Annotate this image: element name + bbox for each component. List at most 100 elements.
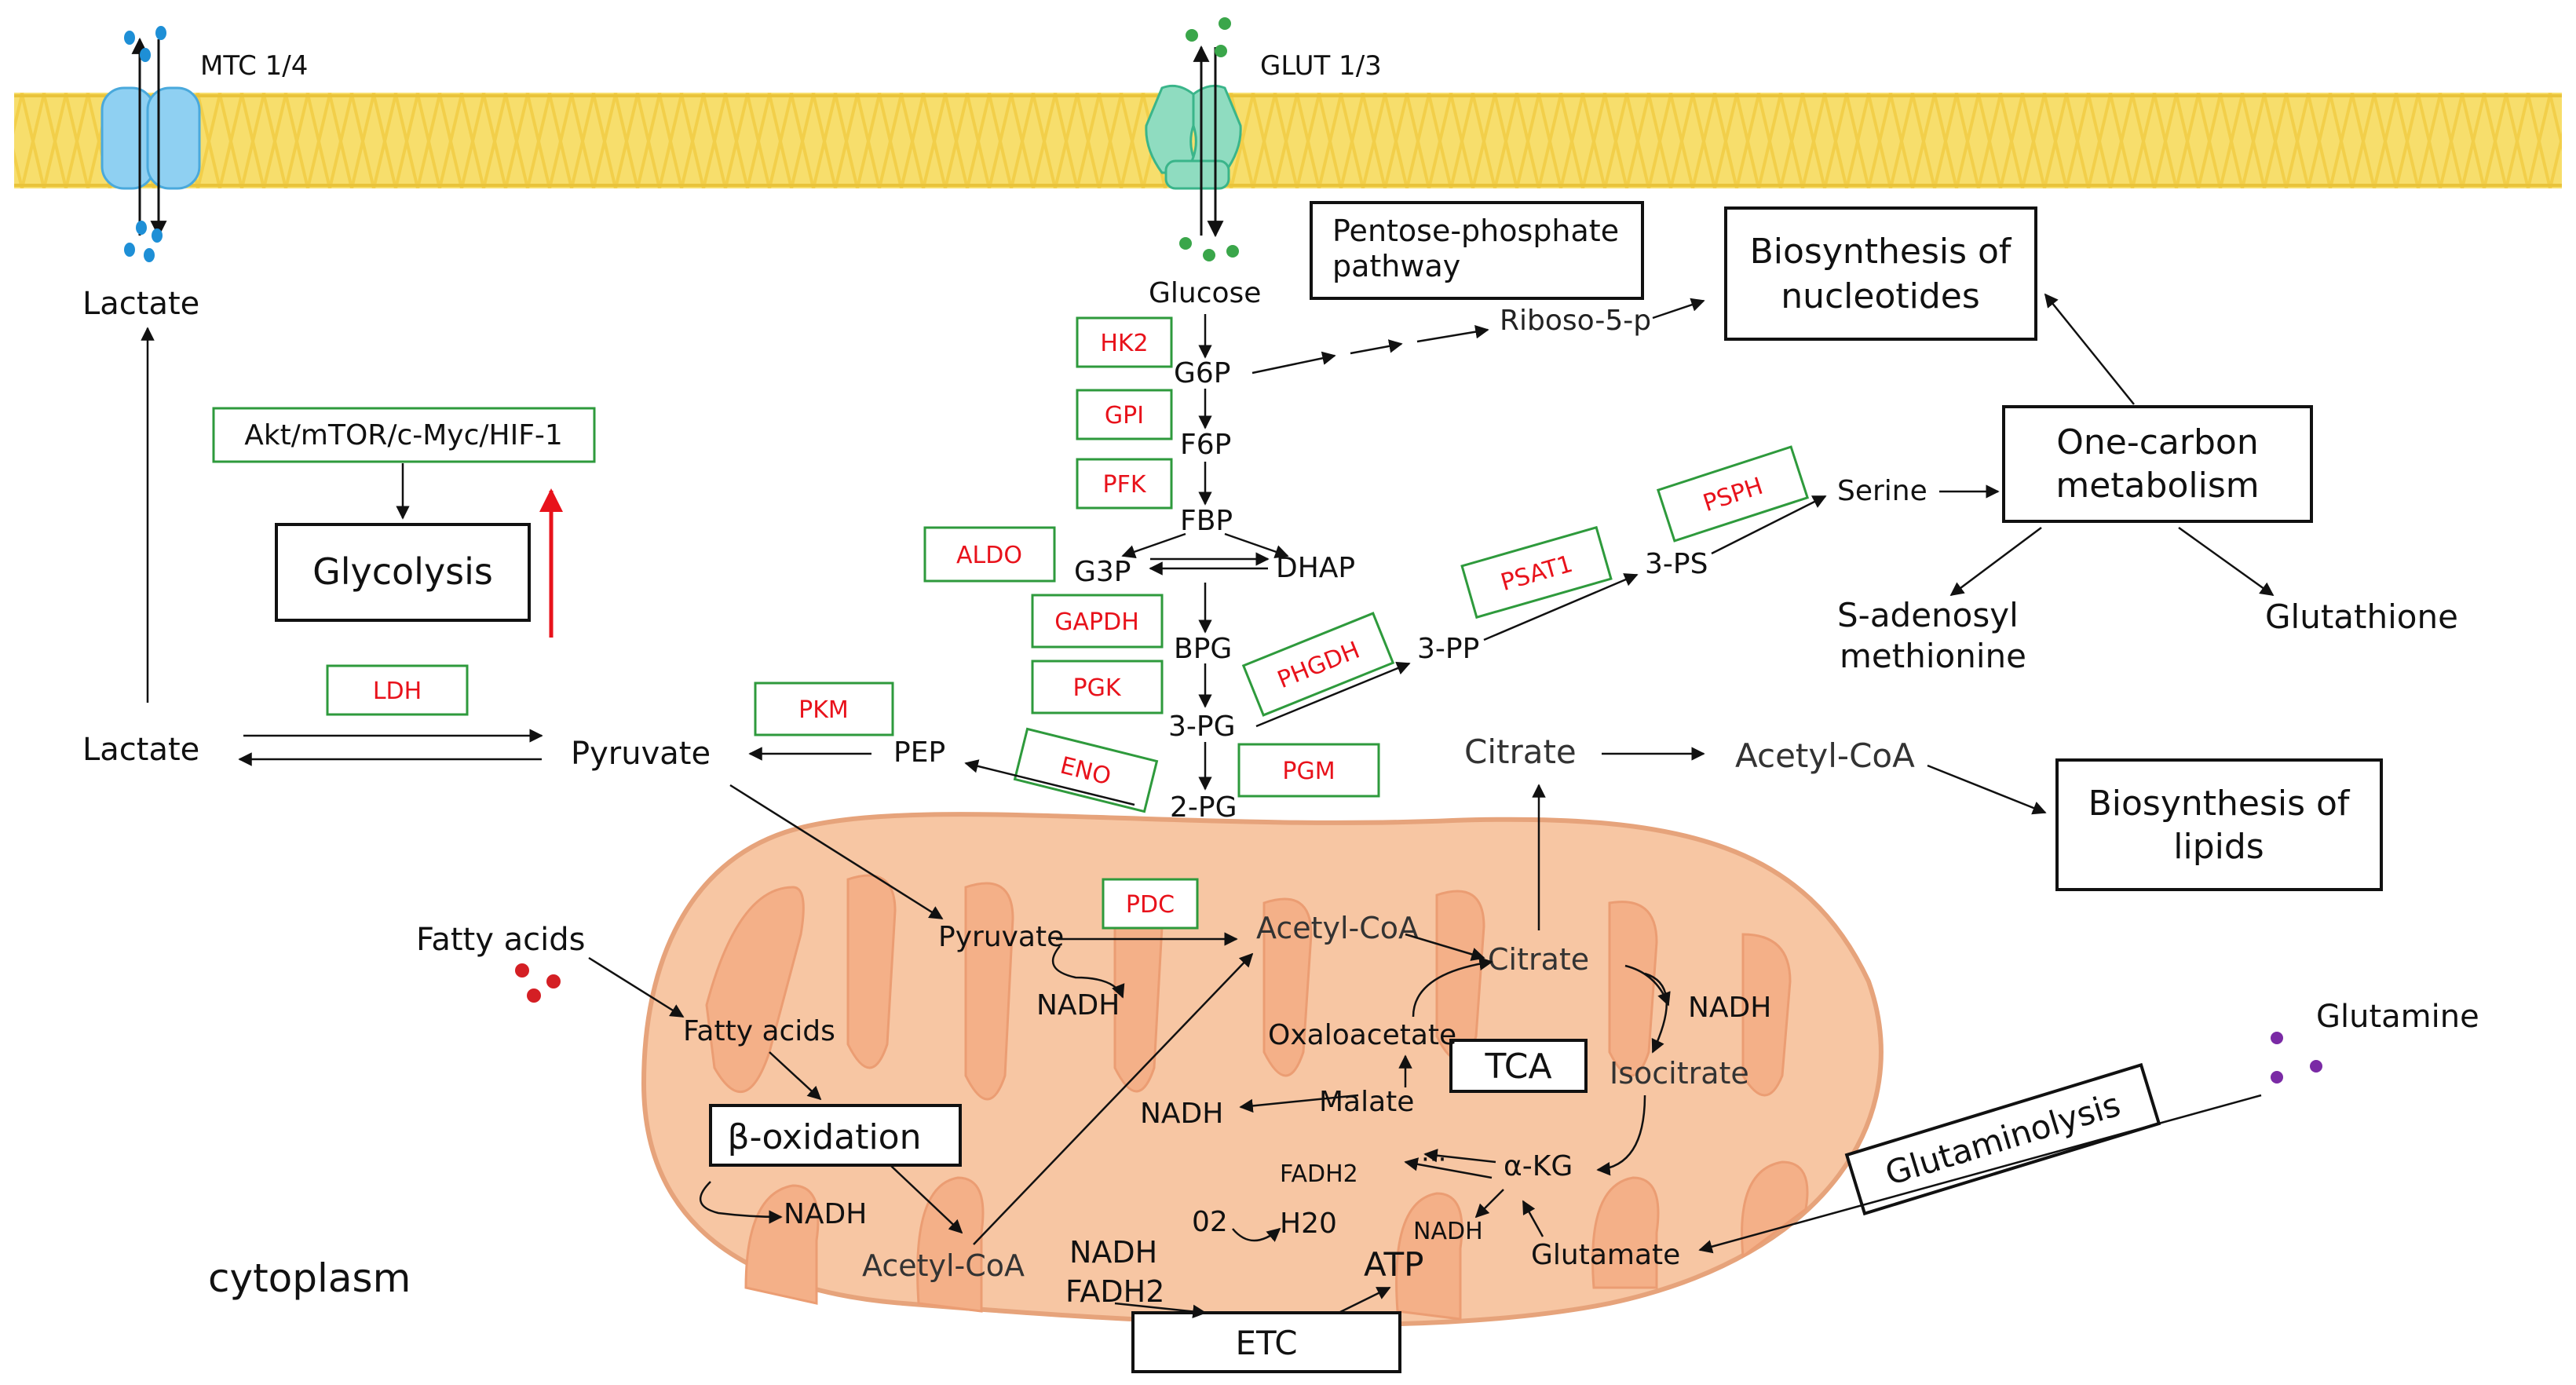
glucose-molecule-icons: [1179, 17, 1239, 261]
hk2-label: HK2: [1100, 330, 1148, 357]
citrate-cyto: Citrate: [1464, 733, 1577, 771]
mito-pyruvate: Pyruvate: [938, 921, 1064, 953]
mito-citrate: Citrate: [1488, 942, 1589, 977]
mito-nadh-akg: NADH: [1413, 1218, 1483, 1245]
mito-nadh-pdc: NADH: [1036, 989, 1120, 1021]
dhap: DHAP: [1276, 552, 1355, 584]
glycolysis-label: Glycolysis: [312, 550, 493, 593]
gapdh-label: GAPDH: [1054, 608, 1139, 636]
mito-isocitrate: Isocitrate: [1610, 1056, 1749, 1091]
mito-acetylcoa-top: Acetyl-CoA: [1256, 911, 1419, 945]
nucleotides-box: [1724, 206, 2037, 341]
pep: PEP: [893, 736, 945, 769]
mito-nadh-malate: NADH: [1140, 1098, 1223, 1130]
ldh-label: LDH: [373, 678, 422, 705]
mito-o2: 02: [1192, 1206, 1228, 1238]
mito-labels: Pyruvate NADH Acetyl-CoA Citrate NADH Ox…: [683, 911, 1771, 1309]
glutathione: Glutathione: [2265, 597, 2458, 636]
eno-box: [1013, 727, 1159, 813]
glutamine-molecule-icons: [2271, 1032, 2322, 1084]
gpi-label: GPI: [1105, 402, 1144, 429]
glycolysis-box: [275, 523, 531, 622]
g6p: G6P: [1174, 357, 1231, 389]
mito-glutamate: Glutamate: [1531, 1239, 1680, 1271]
etc-label: ETC: [1235, 1324, 1297, 1362]
aldo-box: [923, 526, 1056, 583]
fatty-acid-molecule-icons: [515, 963, 561, 1003]
lactate-mid: Lactate: [82, 732, 199, 768]
tca-box: [1449, 1039, 1588, 1093]
cell-membrane: [14, 93, 2562, 188]
nucleotides-line1: Biosynthesis of: [1750, 232, 2012, 272]
sam-line1: S-adenosyl: [1837, 596, 2019, 634]
aldo-label: ALDO: [956, 542, 1022, 569]
pdc-label: PDC: [1126, 891, 1175, 919]
pathway-box: [212, 407, 596, 463]
ppp-label-line1: Pentose-phosphate: [1332, 214, 1619, 248]
mito-oxaloacetate: Oxaloacetate: [1268, 1019, 1456, 1051]
beta-ox-label: β-oxidation: [728, 1117, 922, 1157]
mito-akg: α-KG: [1504, 1150, 1573, 1182]
cytoplasm-label: cytoplasm: [208, 1255, 411, 1301]
pgm-box: [1237, 743, 1380, 798]
pfk-label: PFK: [1102, 471, 1146, 499]
f6p: F6P: [1180, 429, 1231, 461]
ps3: 3-PS: [1645, 548, 1708, 580]
arrows: [141, 293, 2275, 1319]
psat1-box: [1460, 525, 1613, 619]
mito-fadh2: FADH2: [1280, 1160, 1358, 1188]
glutamine: Glutamine: [2316, 999, 2479, 1035]
pathway-label: Akt/mTOR/c-Myc/HIF-1: [244, 419, 563, 451]
mito-malate: Malate: [1319, 1086, 1414, 1118]
lipids-line2: lipids: [2173, 827, 2264, 867]
beta-ox-box: [709, 1104, 962, 1167]
pgm-label: PGM: [1282, 758, 1335, 785]
enzyme-boxes: [326, 316, 1810, 930]
pdc-box: [1102, 878, 1199, 930]
pp3: 3-PP: [1417, 633, 1479, 665]
nucleotides-line2: nucleotides: [1781, 276, 1980, 316]
mitochondrion: [641, 812, 1884, 1328]
mct-transporter-icon: [100, 37, 201, 238]
mct-label: MTC 1/4: [200, 50, 308, 82]
pgk-label: PGK: [1072, 674, 1121, 702]
mito-h2o: H20: [1280, 1208, 1337, 1240]
pkm-box: [754, 682, 894, 736]
pg3: 3-PG: [1168, 711, 1236, 743]
glut-label: GLUT 1/3: [1260, 50, 1382, 82]
etc-box: [1131, 1311, 1401, 1373]
sam-line2: methionine: [1840, 637, 2026, 675]
g3p: G3P: [1074, 556, 1131, 588]
lactate-top: Lactate: [82, 286, 199, 322]
ppp-label-line2: pathway: [1332, 249, 1460, 283]
lipids-line1: Biosynthesis of: [2088, 784, 2351, 824]
glutaminolysis-box: [1844, 1062, 2161, 1216]
mito-atp: ATP: [1364, 1245, 1423, 1284]
boxes: [275, 201, 2383, 1373]
mito-nadh-beta: NADH: [784, 1198, 867, 1230]
tca-label: TCA: [1484, 1047, 1551, 1087]
onecarbon-box: [2002, 405, 2313, 523]
mito-nadh-citrate: NADH: [1688, 992, 1771, 1024]
psph-box: [1656, 445, 1810, 543]
riboso-5-p: Riboso-5-p: [1500, 305, 1651, 337]
glut-transporter-icon: [1145, 45, 1242, 238]
pg2: 2-PG: [1170, 791, 1237, 824]
serine: Serine: [1837, 475, 1927, 507]
mito-acetylcoa-bottom: Acetyl-CoA: [862, 1248, 1025, 1283]
lactate-molecule-icons: [124, 26, 166, 262]
bpg: BPG: [1174, 633, 1232, 665]
lipids-box: [2055, 758, 2383, 891]
pfk-box: [1076, 458, 1173, 510]
phgdh-box: [1241, 612, 1395, 717]
acetyl-coa-cyto: Acetyl-CoA: [1735, 736, 1915, 775]
mito-fatty-acids: Fatty acids: [683, 1015, 835, 1047]
pkm-label: PKM: [798, 696, 849, 724]
fbp: FBP: [1180, 505, 1233, 537]
glucose: Glucose: [1149, 277, 1261, 309]
gapdh-box: [1031, 594, 1164, 649]
hk2-box: [1076, 316, 1173, 368]
onecarbon-line2: metabolism: [2055, 466, 2259, 506]
mito-nadh-etc: NADH: [1069, 1235, 1157, 1270]
